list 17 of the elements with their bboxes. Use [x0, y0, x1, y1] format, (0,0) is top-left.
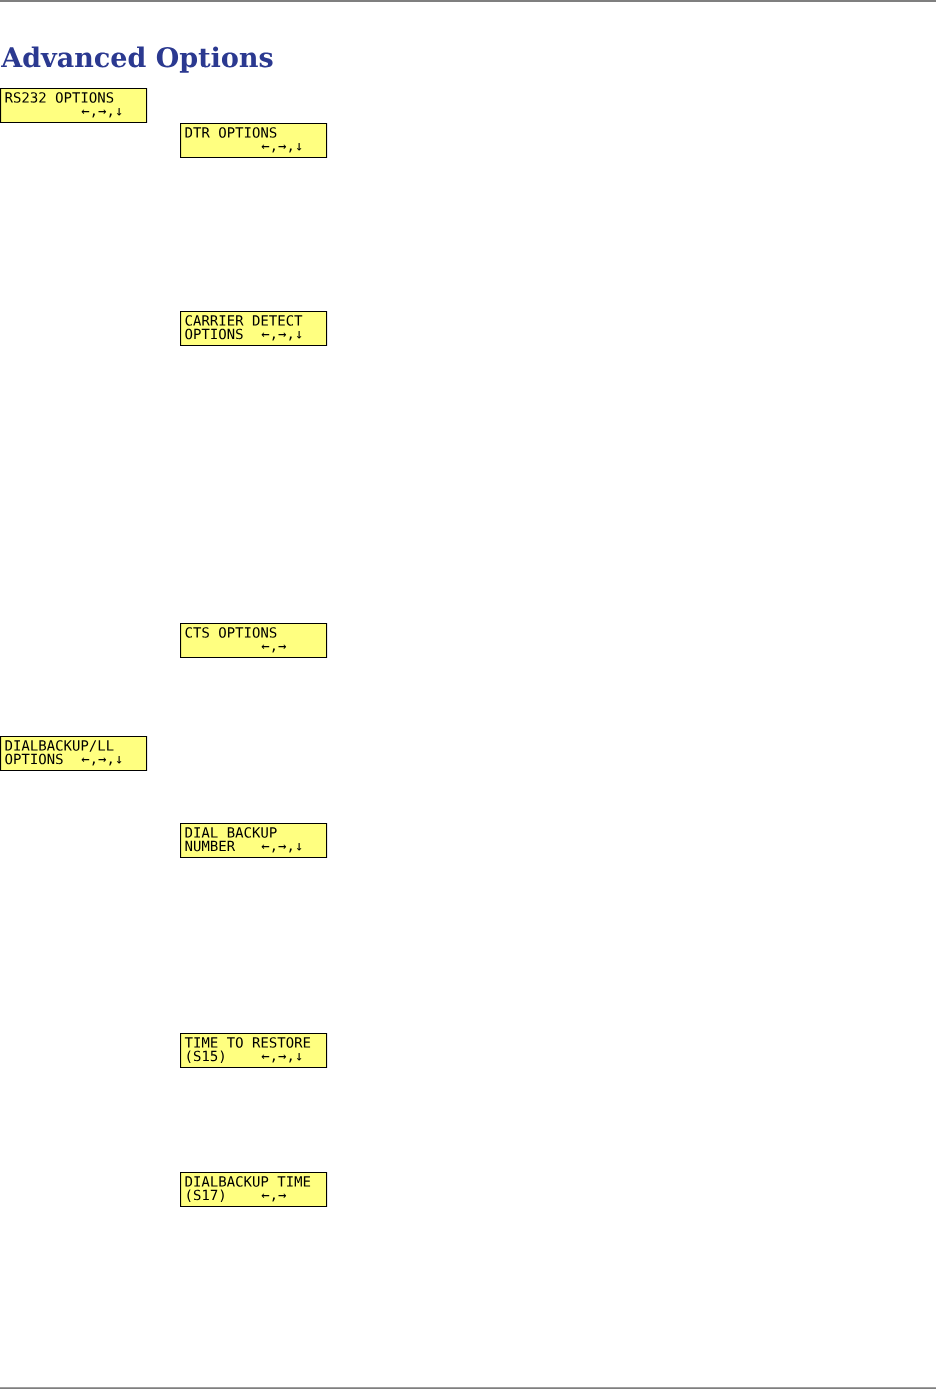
key-arrows: ←,→,↓ [81, 756, 122, 766]
menu-display-box: RS232 OPTIONS ←,→,↓ [0, 88, 148, 124]
key-arrows: ←,→,↓ [81, 108, 122, 118]
title: Advanced Options [1, 46, 273, 73]
key-arrows: ←,→ [261, 644, 287, 653]
menu-display-box: DTR OPTIONS ←,→,↓ [180, 123, 328, 159]
menu-display-box: CARRIER DETECT OPTIONS ←,→,↓ [180, 311, 328, 347]
menu-display-box: CTS OPTIONS ←,→ [180, 623, 328, 659]
key-arrows: ←,→,↓ [261, 1053, 302, 1063]
key-arrows: ←,→ [261, 1193, 287, 1202]
menu-display-box: TIME TO RESTORE (S15) ←,→,↓ [180, 1033, 328, 1069]
menu-display-box: DIALBACKUP TIME (S17) ←,→ [180, 1172, 328, 1208]
key-arrows: ←,→,↓ [261, 331, 302, 341]
menu-display-box: DIAL BACKUP NUMBER ←,→,↓ [180, 823, 328, 859]
menu-display-box: DIALBACKUP/LL OPTIONS ←,→,↓ [0, 736, 148, 772]
key-arrows: ←,→,↓ [261, 143, 302, 153]
key-arrows: ←,→,↓ [261, 843, 302, 853]
